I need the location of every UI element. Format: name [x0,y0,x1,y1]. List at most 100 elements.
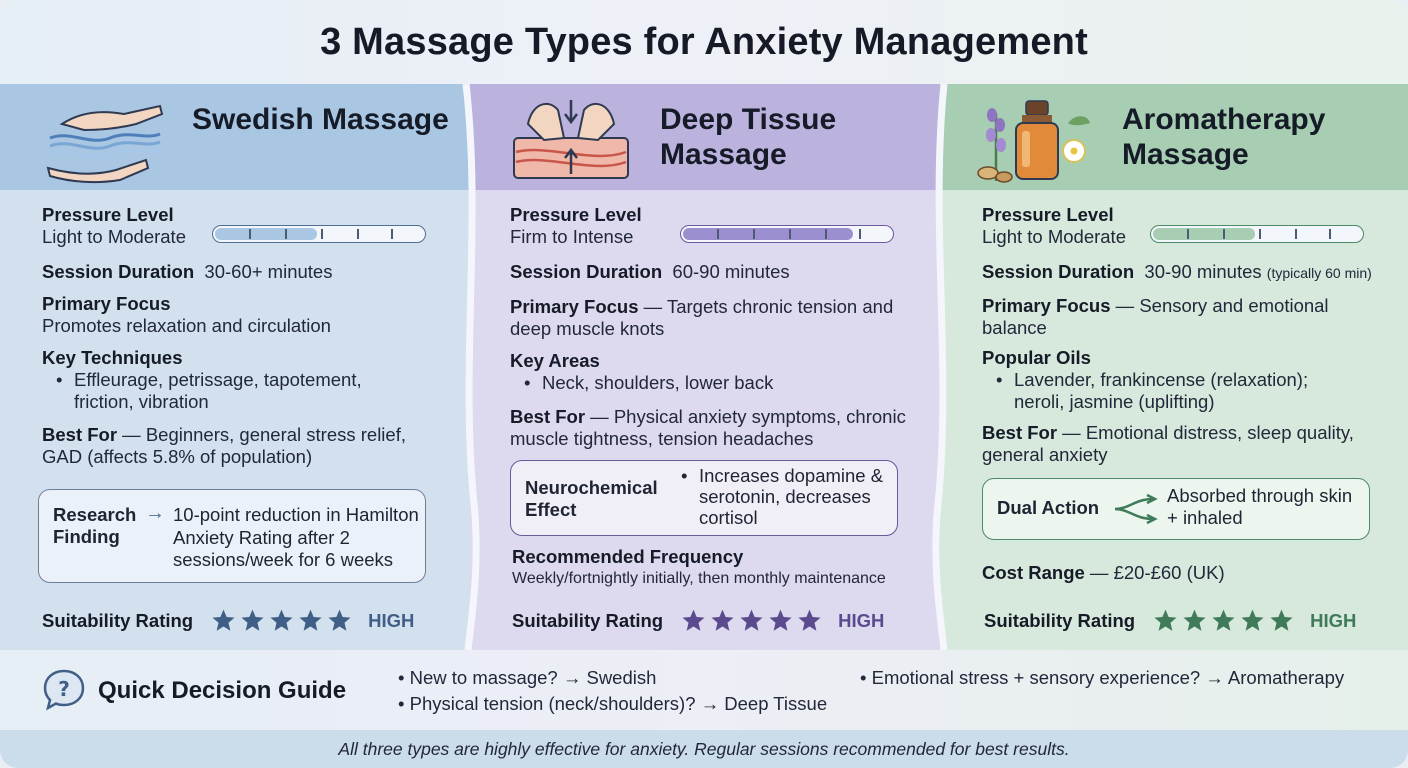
guide-item: • Emotional stress + sensory experience?… [860,667,1345,688]
star-icon [1270,609,1293,631]
pressure-bar-fill [1153,228,1255,240]
rating-label: Suitability Rating [512,609,664,631]
svg-text:?: ? [58,677,70,701]
rating-level: HIGH [368,609,415,631]
page-title: 3 Massage Types for Anxiety Management [320,20,1088,63]
neurochemical-card: Neurochemical Effect • Increases dopamin… [510,460,898,536]
star-icon [299,609,322,631]
pressure-block: Pressure Level Light to Moderate [982,204,1126,248]
column-divider [462,84,480,650]
dual-value: Absorbed through skin + inhaled [1167,485,1353,528]
star-icon [711,609,734,631]
oils-block: Popular Oils •Lavender, frankincense (re… [982,347,1362,413]
duration-note: (typically 60 min) [1266,265,1372,281]
column-title-aromatherapy: Aromatherapy Massage [1122,103,1326,171]
areas-value: Neck, shoulders, lower back [542,372,774,393]
focus-label: Primary Focus [42,293,171,314]
rating-label: Suitability Rating [42,609,194,631]
focus-block: Primary Focus — Targets chronic tension … [510,296,894,339]
column-deep-tissue: Deep Tissue Massage Pressure Level Firm … [470,84,940,650]
focus-value: Sensory and emotional balance [982,295,1329,338]
duration-value: 60-90 minutes [672,261,790,282]
techniques-label: Key Techniques [42,347,183,368]
best-for-label: Best For [42,424,118,445]
star-icon [740,609,763,631]
focus-value: Promotes relaxation and circulation [42,315,331,336]
rating-stars [211,608,352,633]
pressure-bar [680,225,894,243]
star-icon [328,609,351,631]
column-header-deep-tissue: Deep Tissue Massage [470,84,940,190]
neuro-value: Increases dopamine & serotonin, decrease… [699,465,884,528]
hands-waves-icon [46,104,164,184]
focus-block: Primary Focus — Sensory and emotional ba… [982,295,1329,338]
star-icon [1212,609,1235,631]
column-aromatherapy: Aromatherapy Massage Pressure Level Ligh… [940,84,1408,650]
rating-stars [1153,608,1294,633]
dual-label: Dual Action [997,497,1100,518]
guide-item: • New to massage? → Swedish [398,667,657,688]
pressure-bar [212,225,426,243]
pressure-block: Pressure Level Firm to Intense [510,204,642,248]
cost-label: Cost Range [982,562,1085,583]
star-icon [1183,609,1206,631]
pressure-bar-fill [683,228,853,240]
split-arrow-icon [1114,493,1158,525]
pressure-label: Pressure Level [510,204,642,225]
best-for-value: Emotional distress, sleep quality, gener… [982,422,1354,465]
column-divider [932,84,948,650]
cost-value: £20-£60 (UK) [1113,562,1225,583]
footer-note: All three types are highly effective for… [0,730,1408,768]
research-label: Research Finding [53,504,137,547]
essential-oil-bottle-icon [977,100,1090,183]
star-icon [798,609,821,631]
best-for-value: Physical anxiety symptoms, chronic muscl… [510,406,906,449]
column-header-swedish: Swedish Massage [0,84,470,190]
star-icon [769,609,792,631]
oils-value: Lavender, frankincense (relaxation); ner… [1014,369,1309,412]
suitability-rating: Suitability Rating HIGH [984,608,1356,633]
focus-block: Primary Focus Promotes relaxation and ci… [42,293,331,337]
duration-label: Session Duration [42,261,195,282]
muscle-pressure-icon [513,100,629,179]
star-icon [241,609,264,631]
dual-action-card: Dual Action Absorbed through skin + inha… [982,478,1370,540]
pressure-bar-fill [215,228,317,240]
rating-level: HIGH [838,609,885,631]
duration-block: Session Duration 60-90 minutes [510,261,790,283]
rating-level: HIGH [1310,609,1357,631]
guide-item: • Physical tension (neck/shoulders)? → D… [398,693,828,714]
neuro-bullet: • Increases dopamine & serotonin, decrea… [681,465,891,528]
guide-title: Quick Decision Guide [98,677,347,704]
focus-value: Targets chronic tension and deep muscle … [510,296,894,339]
techniques-block: Key Techniques •Effleurage, petrissage, … [42,347,422,413]
best-for-block: Best For — Physical anxiety symptoms, ch… [510,406,906,449]
title-bar: 3 Massage Types for Anxiety Management [0,0,1408,84]
rating-label: Suitability Rating [984,609,1136,631]
pressure-block: Pressure Level Light to Moderate [42,204,186,248]
best-for-label: Best For [510,406,586,427]
star-icon [682,609,705,631]
star-icon [1154,609,1177,631]
frequency-label: Recommended Frequency [512,546,744,567]
best-for-value: Beginners, general stress relief, GAD (a… [42,424,406,467]
focus-label: Primary Focus [510,296,639,317]
duration-label: Session Duration [982,261,1135,282]
techniques-value: Effleurage, petrissage, tapotement, fric… [74,369,362,412]
arrow-right-icon: → [145,502,165,524]
pressure-bar [1150,225,1364,243]
rating-stars [681,608,822,633]
pressure-value: Light to Moderate [42,226,186,247]
column-title-swedish: Swedish Massage [192,103,449,136]
best-for-label: Best For [982,422,1058,443]
duration-value: 30-90 minutes [1144,261,1262,282]
areas-label: Key Areas [510,350,600,371]
duration-label: Session Duration [510,261,663,282]
duration-block: Session Duration 30-60+ minutes [42,261,332,283]
best-for-block: Best For — Beginners, general stress rel… [42,424,406,467]
duration-value: 30-60+ minutes [204,261,333,282]
oils-label: Popular Oils [982,347,1091,368]
cost-block: Cost Range — £20-£60 (UK) [982,562,1225,583]
research-card: Research Finding → 10-point reduction in… [38,489,426,583]
